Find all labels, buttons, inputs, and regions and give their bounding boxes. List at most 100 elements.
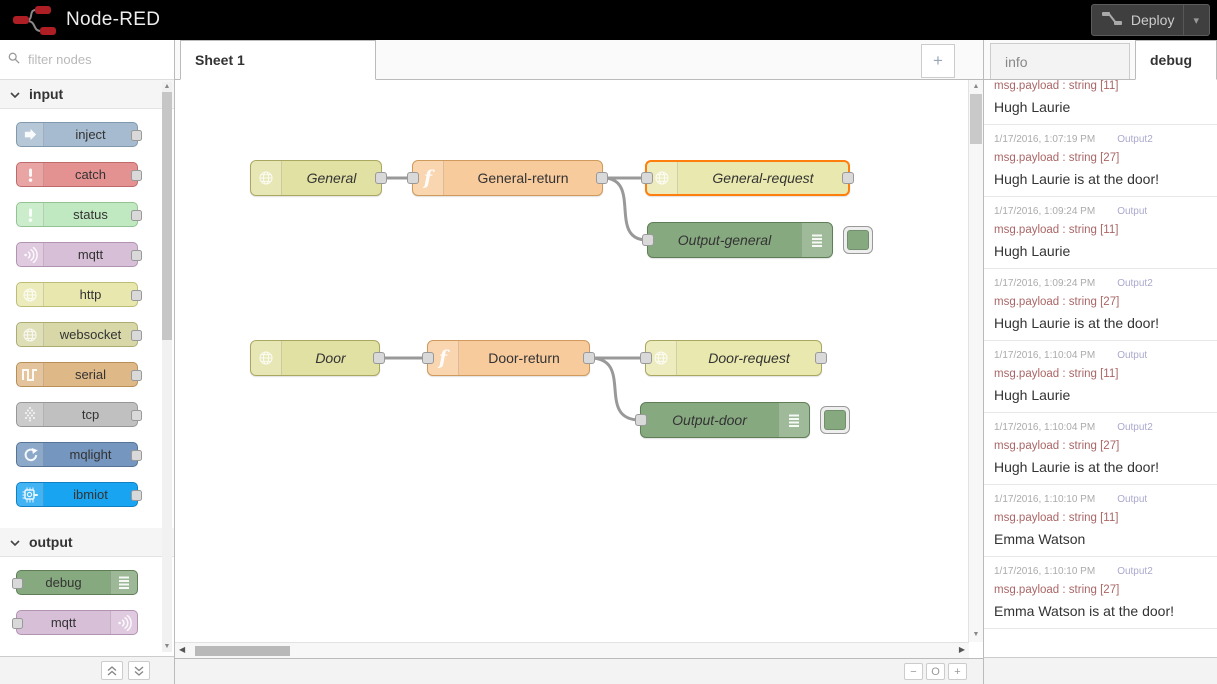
list-icon [801,223,832,257]
app-title: Node-RED [66,9,161,30]
node-port [131,249,142,261]
wire[interactable] [601,176,649,242]
palette-node-mqtt-input[interactable]: mqtt [16,242,142,267]
palette-search [0,40,174,80]
input-port[interactable] [407,172,419,184]
palette-node-inject-input[interactable]: inject [16,122,142,147]
palette-node-http-input[interactable]: http [16,282,142,307]
palette-section-output: debug mqtt [0,557,174,656]
palette-node-label: catch [74,167,107,182]
debug-timestamp: 1/17/2016, 1:10:04 PM [994,350,1096,361]
palette-scrollbar[interactable]: ▲ ▼ [162,82,172,652]
scroll-left-arrow-icon[interactable]: ◀ [179,645,186,654]
node-port [131,449,142,461]
canvas-footer: − O + [175,658,983,684]
node-port [131,409,142,421]
palette-node-label: inject [75,127,106,142]
palette-node-status-input[interactable]: status [16,202,142,227]
output-port[interactable] [596,172,608,184]
workspace-tabbar: Sheet 1 + [175,40,983,80]
sidebar-tab-debug[interactable]: debug [1135,40,1217,80]
palette-node-tcp-input[interactable]: tcp [16,402,142,427]
flow-node-door[interactable]: Door [250,340,385,376]
zoom-in-button[interactable]: + [948,663,967,680]
palette-scrollbar-thumb[interactable] [162,92,172,340]
debug-payload-type: msg.payload : string [11] [994,512,1119,524]
input-port[interactable] [635,414,647,426]
output-port[interactable] [842,172,854,184]
debug-node-name: Output [1117,350,1148,361]
palette-node-debug-output[interactable]: debug [12,570,138,595]
add-tab-button[interactable]: + [921,44,955,78]
flow-node-general[interactable]: General [250,160,387,196]
input-port[interactable] [640,352,652,364]
output-port[interactable] [373,352,385,364]
zoom-out-button[interactable]: − [904,663,923,680]
expand-all-button[interactable] [128,661,150,680]
collapse-all-button[interactable] [101,661,123,680]
debug-timestamp: 1/17/2016, 1:10:10 PM [994,494,1096,505]
palette-node-ibmiot-input[interactable]: ibmiot [16,482,142,507]
scroll-right-arrow-icon[interactable]: ▶ [958,645,965,654]
palette-node-websocket-input[interactable]: websocket [16,322,142,347]
debug-payload-value: Emma Watson [994,531,1086,547]
debug-node-name: Output2 [1117,134,1153,145]
flow-node-output-general[interactable]: Output-general [642,222,833,258]
filter-nodes-input[interactable] [26,51,148,68]
output-port[interactable] [375,172,387,184]
scroll-up-arrow-icon[interactable]: ▲ [163,83,171,90]
flow-node-door-request[interactable]: Door-request [640,340,827,376]
canvas-hscroll-thumb[interactable] [195,646,290,656]
debug-toggle-state [824,410,846,430]
exclamation-icon [17,163,44,186]
node-port [131,209,142,221]
palette-node-serial-input[interactable]: serial [16,362,142,387]
palette-node-label: mqlight [69,447,112,462]
canvas-vertical-scrollbar[interactable]: ▲ ▼ [968,80,983,642]
chevron-down-icon[interactable]: ▾ [1183,5,1199,35]
node-port [131,489,142,501]
tab-sheet-1[interactable]: Sheet 1 [180,40,376,80]
sidebar-tab-info[interactable]: info [990,43,1130,79]
zoom-reset-button[interactable]: O [926,663,945,680]
palette-node-catch-input[interactable]: catch [16,162,142,187]
flow-node-label: Door [315,350,346,366]
inject-arrow-icon [17,123,44,146]
plus-icon: + [933,51,943,70]
debug-payload-value: Hugh Laurie [994,99,1071,115]
scroll-down-arrow-icon[interactable]: ▼ [163,643,171,650]
palette-node-mqlight-input[interactable]: mqlight [16,442,142,467]
square-wave-icon [17,363,44,386]
globe-icon [17,283,44,306]
palette-node-label: serial [74,367,107,382]
canvas-horizontal-scrollbar[interactable]: ◀ ▶ [175,642,969,658]
flow-node-general-request[interactable]: General-request [641,160,854,196]
scroll-down-arrow-icon[interactable]: ▼ [972,631,980,638]
input-port[interactable] [642,234,654,246]
flow-node-output-door[interactable]: Output-door [635,402,810,438]
debug-toggle-state [847,230,869,250]
debug-payload-value: Hugh Laurie is at the door! [994,459,1159,475]
deploy-button[interactable]: Deploy ▾ [1090,4,1210,36]
input-port[interactable] [422,352,434,364]
output-port[interactable] [583,352,595,364]
input-port[interactable] [641,172,653,184]
palette-node-mqtt-output[interactable]: mqtt [12,610,138,635]
debug-payload-type: msg.payload : string [11] [994,80,1119,92]
palette-node-label: mqtt [77,247,104,262]
canvas-vscroll-thumb[interactable] [970,94,982,144]
debug-enable-toggle-output-door[interactable] [820,406,850,434]
palette-section-header-input[interactable]: input [0,80,174,109]
debug-enable-toggle-output-general[interactable] [843,226,873,254]
scroll-up-arrow-icon[interactable]: ▲ [972,83,980,90]
wire[interactable] [588,356,642,422]
output-port[interactable] [815,352,827,364]
palette-section-header-output[interactable]: output [0,528,174,557]
